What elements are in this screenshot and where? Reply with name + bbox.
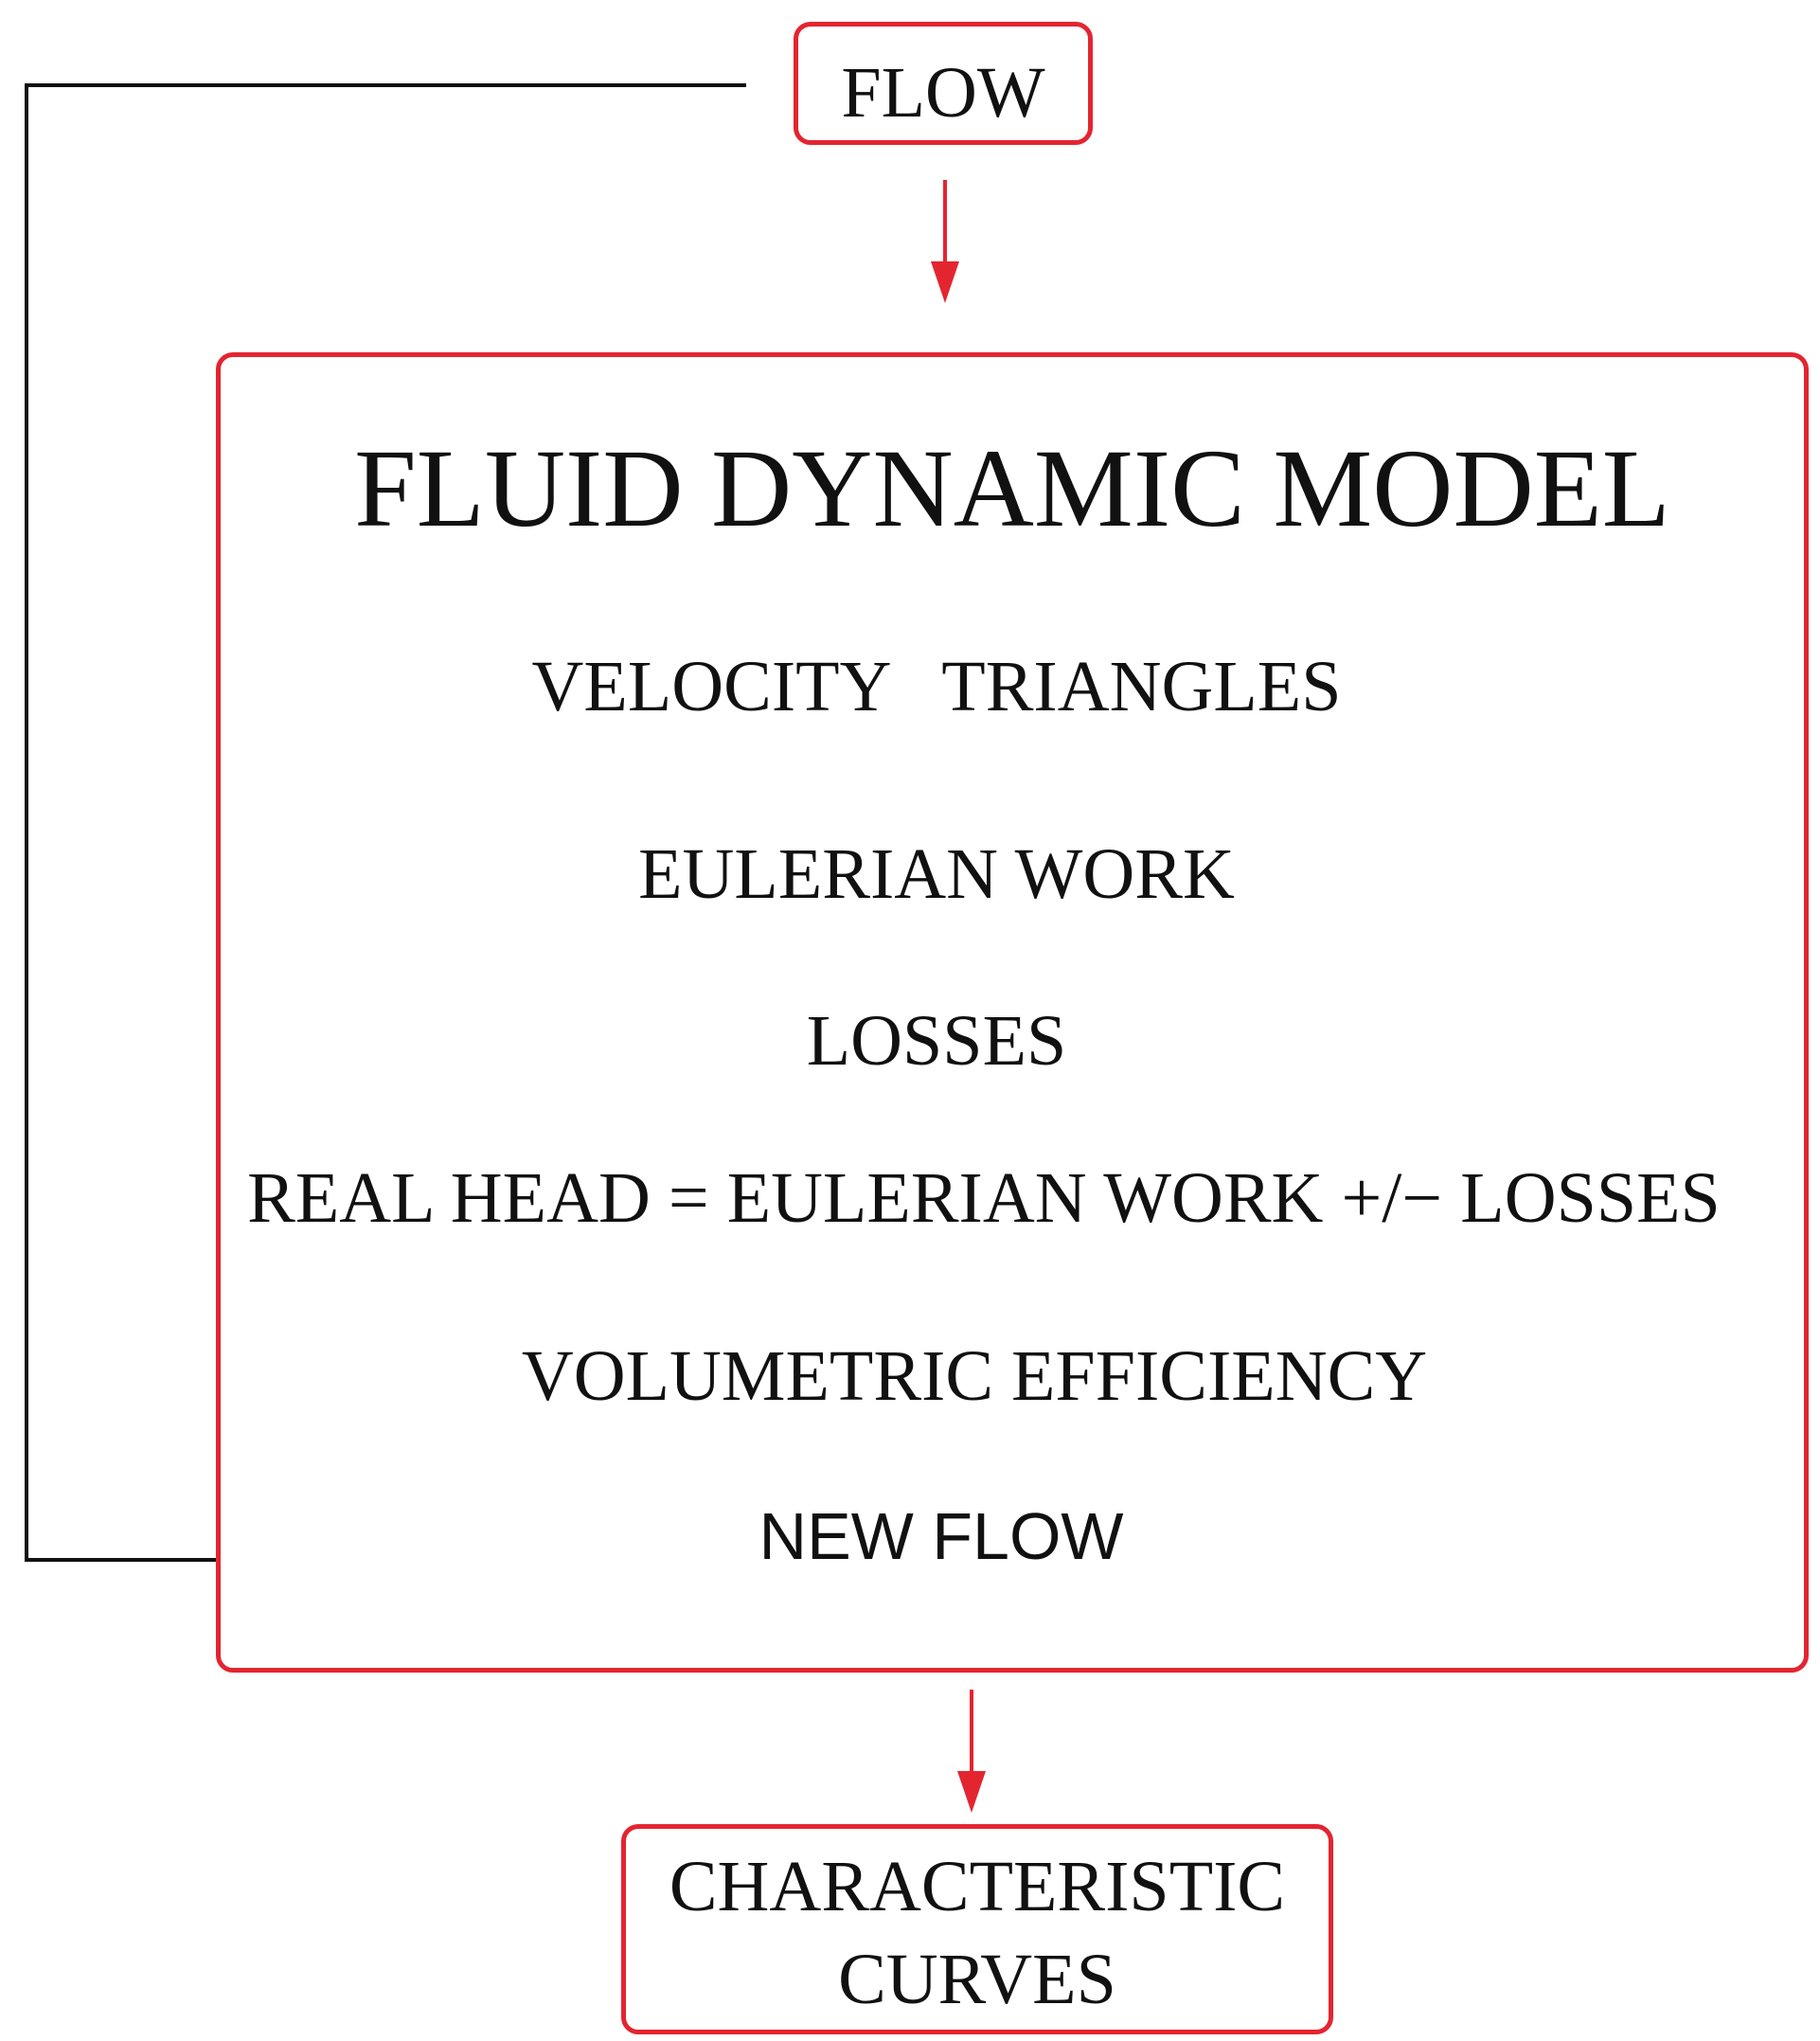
arrow-flow-to-model-shaft <box>943 180 947 267</box>
step-losses: LOSSES <box>806 1001 1067 1081</box>
feedback-line-bottom <box>25 1558 220 1562</box>
fluid-dynamic-model-box: FLUID DYNAMIC MODEL VELOCITY TRIANGLES E… <box>216 352 1809 1673</box>
flow-input-box: FLOW <box>794 22 1093 145</box>
arrow-flow-to-model-head <box>931 261 959 303</box>
feedback-line-left <box>25 83 28 1562</box>
characteristic-curves-label: CHARACTERISTIC CURVES <box>669 1847 1286 2019</box>
step-new-flow: NEW FLOW <box>758 1499 1124 1573</box>
step-velocity-triangles: VELOCITY TRIANGLES <box>531 647 1342 726</box>
feedback-line-top <box>25 83 746 87</box>
step-volumetric-efficiency: VOLUMETRIC EFFICIENCY <box>521 1336 1428 1416</box>
model-title: FLUID DYNAMIC MODEL <box>354 426 1670 550</box>
step-eulerian-work: EULERIAN WORK <box>638 834 1235 914</box>
characteristic-curves-box: CHARACTERISTIC CURVES <box>621 1824 1333 2034</box>
arrow-model-to-curves-head <box>957 1771 986 1813</box>
step-real-head: REAL HEAD = EULERIAN WORK +/− LOSSES <box>247 1158 1721 1238</box>
flow-label: FLOW <box>841 53 1045 133</box>
arrow-model-to-curves-shaft <box>970 1690 973 1781</box>
